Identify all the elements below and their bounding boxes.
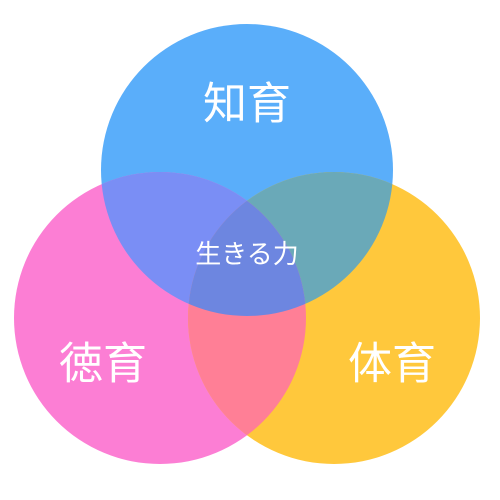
label-taiiku: 体育 [348,339,436,390]
overlap-all [188,172,306,316]
label-tokuiku: 徳育 [59,339,147,390]
label-ikiru-chikara: 生きる力 [195,240,298,270]
label-chiiku: 知育 [203,79,291,130]
